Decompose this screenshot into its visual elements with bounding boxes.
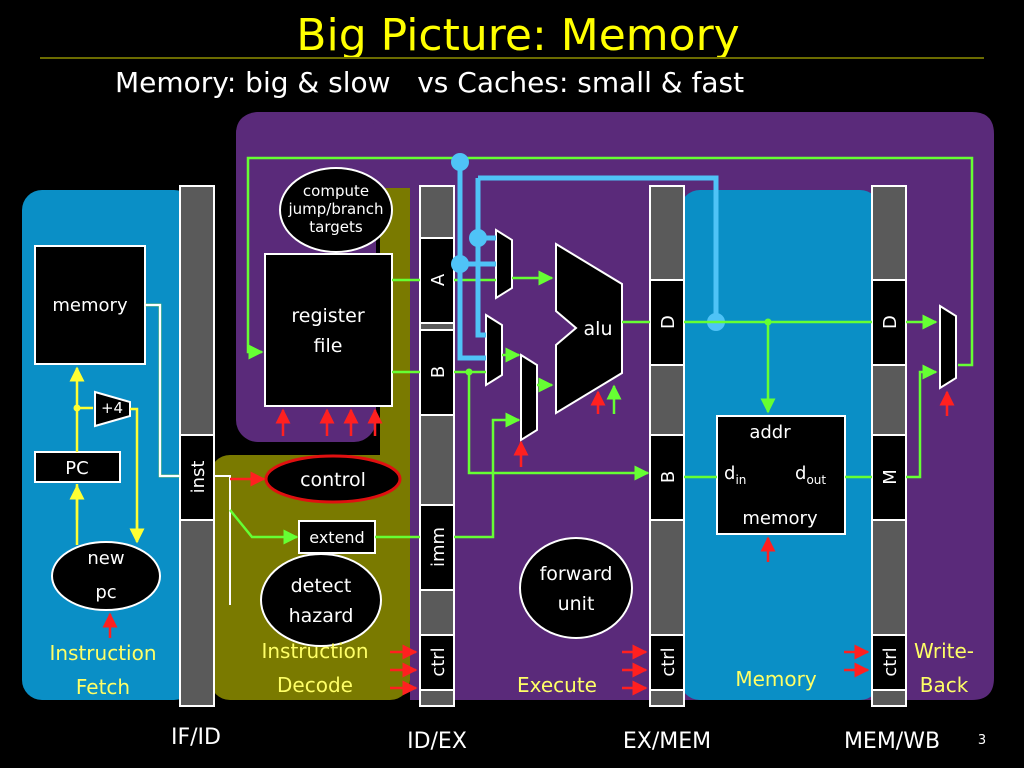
compute-targets-ellipse [279, 167, 393, 253]
memory-stage-label: Memory [735, 667, 817, 691]
din-main: d [724, 463, 735, 484]
new-pc-label-2: pc [95, 582, 116, 603]
slide-title: Big Picture: Memory [296, 10, 739, 61]
b-label-exmem: B [658, 471, 679, 483]
mux-b [485, 313, 503, 387]
id-ex-a-field [419, 237, 455, 324]
b-forward-to-exmem [467, 372, 650, 481]
ctrl-label-memwb: ctrl [880, 647, 901, 676]
imem-to-ifid-wire [145, 304, 180, 477]
compute-label-1: compute [303, 182, 369, 200]
addr-label: addr [749, 422, 791, 443]
compute-label-3: targets [309, 218, 363, 236]
plus4-label: +4 [101, 399, 123, 417]
decode-stage-label-1: Instruction [261, 639, 368, 663]
control-ellipse [264, 454, 402, 504]
forward-label-2: unit [558, 593, 595, 615]
writeback-stage-label-1: Write- [914, 639, 974, 663]
wb-mux [939, 304, 957, 390]
ctrl-label-exmem: ctrl [658, 647, 679, 676]
forward-dot-2 [469, 229, 487, 247]
ctrl-label-idex: ctrl [428, 647, 449, 676]
imm-to-mux-wire [454, 412, 521, 539]
id-ex-imm-field [419, 504, 455, 591]
execute-stage-label: Execute [517, 673, 597, 697]
id-ex-ctrl-field [419, 634, 455, 691]
writeback-loop-wire [246, 156, 974, 367]
ex-mem-label: EX/MEM [623, 729, 711, 754]
compute-label-2: jump/branch [287, 200, 383, 218]
data-memory-label: memory [742, 508, 818, 529]
fetch-stage-label-2: Fetch [76, 675, 130, 699]
new-pc-ellipse [51, 541, 161, 611]
detect-hazard-ellipse [260, 553, 382, 647]
instruction-memory-label: memory [52, 295, 128, 316]
mux-a [495, 228, 513, 300]
mem-wb-m-field [871, 434, 907, 521]
m-label: M [880, 469, 901, 485]
ctrl-arrows-idex [390, 644, 418, 696]
forward-wire-2 [478, 175, 719, 322]
detect-label-2: hazard [289, 605, 354, 627]
ctrl-arrows-memwb [844, 644, 870, 678]
forward-dot-3 [451, 255, 469, 273]
mux-imm [520, 353, 538, 442]
d-label-exmem: D [658, 315, 679, 329]
inst-distribution-wire [214, 475, 231, 605]
extend-block [298, 520, 376, 554]
din-sub: in [735, 473, 746, 487]
forward-wire-1 [457, 162, 486, 361]
inst-label: inst [188, 461, 209, 494]
b-label: B [428, 366, 449, 378]
decode-stage-label-2: Decode [277, 673, 353, 697]
id-ex-b-field [419, 329, 455, 416]
forward-dot-1 [451, 153, 469, 171]
if-id-inst-field [179, 434, 215, 521]
pc-label: PC [65, 458, 88, 479]
ex-mem-ctrl-field [649, 634, 685, 691]
register-file-label-1: register [291, 305, 364, 327]
a-label: A [428, 273, 449, 286]
plus4-adder [94, 390, 131, 428]
alu-shape [555, 242, 623, 415]
fetch-junction [73, 404, 81, 412]
dout-main: d [795, 463, 806, 484]
mem-wb-d-field [871, 279, 907, 366]
mem-wb-label: MEM/WB [844, 729, 940, 754]
forward-label-1: forward [540, 563, 613, 585]
inst-to-extend-wire [229, 509, 299, 545]
din-label: din [724, 463, 746, 487]
b-junction [465, 368, 473, 376]
writeback-stage-label-2: Back [920, 673, 969, 697]
imm-label: imm [428, 527, 449, 567]
register-file [264, 253, 393, 407]
id-ex-label: ID/EX [407, 729, 467, 754]
if-id-label: IF/ID [171, 725, 221, 750]
extend-label: extend [309, 528, 364, 547]
detect-label-1: detect [291, 575, 352, 597]
register-file-label-2: file [314, 335, 343, 357]
fetch-stage-label-1: Instruction [49, 641, 156, 665]
dout-label: dout [795, 463, 826, 487]
forward-unit-ellipse [519, 537, 633, 639]
page-number: 3 [978, 733, 986, 748]
slide-subtitle: Memory: big & slow vs Caches: small & fa… [115, 66, 744, 99]
control-label: control [300, 469, 366, 491]
instruction-memory [34, 245, 146, 365]
alu-label: alu [584, 318, 613, 340]
mem-wb-ctrl-field [871, 634, 907, 691]
addr-junction [764, 318, 772, 326]
memwb-m-to-mux [906, 364, 938, 479]
data-memory [716, 415, 846, 535]
new-pc-label-1: new [87, 548, 124, 569]
dout-sub: out [806, 473, 826, 487]
d-label-memwb: D [880, 315, 901, 329]
ctrl-arrows-exmem [622, 644, 648, 696]
